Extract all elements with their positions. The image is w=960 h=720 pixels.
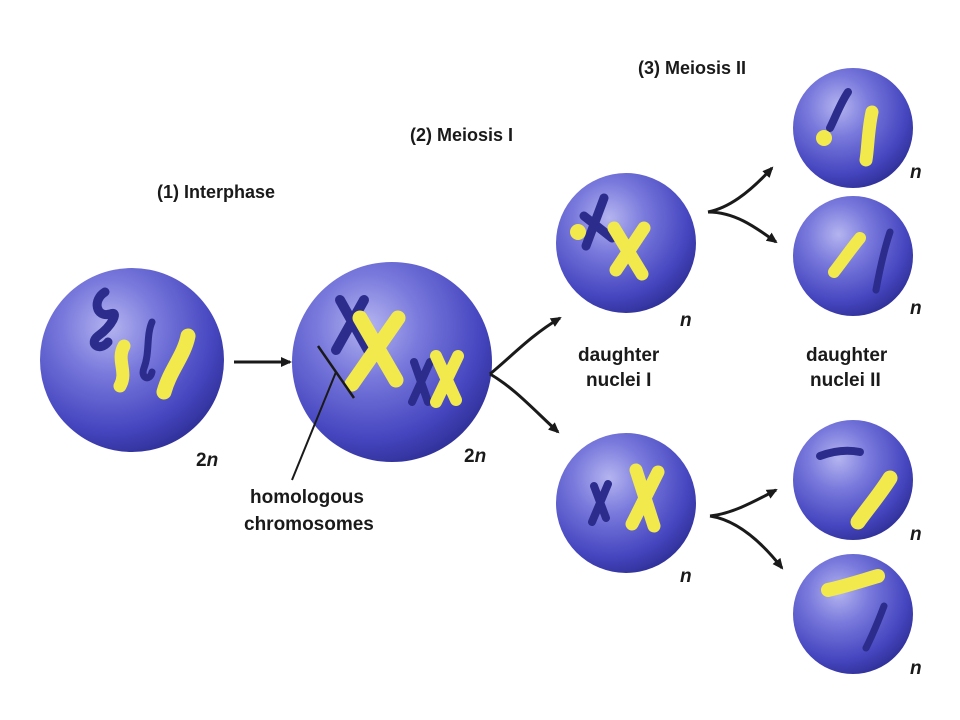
daughter-cell-1-top bbox=[556, 173, 696, 313]
ploidy-n: n bbox=[680, 310, 692, 331]
daughter1-caption-line2: nuclei I bbox=[586, 370, 651, 391]
ploidy-number: 2 bbox=[464, 446, 475, 467]
homologous-pointer-line bbox=[291, 371, 337, 481]
ploidy-n: n bbox=[680, 566, 692, 587]
ploidy-label-meiosis-1: 2n bbox=[464, 446, 486, 467]
daughter-cell-2-a bbox=[793, 68, 913, 188]
stage-label-interphase: (1) Interphase bbox=[157, 182, 275, 202]
ploidy-label-daughter1-bottom: n bbox=[680, 566, 692, 587]
homologous-caption-line1: homologous bbox=[250, 487, 364, 508]
daughter-cell-2-d bbox=[793, 554, 913, 674]
arrow-daughter1-top-down bbox=[707, 210, 778, 244]
ploidy-label-daughter2-c: n bbox=[910, 524, 922, 545]
arrow-meiosis1-up bbox=[489, 316, 562, 376]
arrow-daughter1-bottom-up bbox=[709, 488, 778, 518]
arrow-meiosis1-down bbox=[489, 372, 560, 434]
ploidy-n: n bbox=[910, 524, 922, 545]
daughter-cell-2-c bbox=[793, 420, 913, 540]
ploidy-n: n bbox=[207, 450, 219, 471]
stage-label-meiosis-2: (3) Meiosis II bbox=[638, 58, 746, 78]
interphase-cell bbox=[40, 268, 224, 452]
ploidy-n: n bbox=[475, 446, 487, 467]
ploidy-label-daughter1-top: n bbox=[680, 310, 692, 331]
daughter-cell-1-bottom bbox=[556, 433, 696, 573]
daughter2-caption-line2: nuclei II bbox=[810, 370, 881, 391]
arrow-daughter1-bottom-down bbox=[709, 514, 784, 570]
homologous-caption-line2: chromosomes bbox=[244, 514, 374, 535]
daughter2-caption-line1: daughter bbox=[806, 345, 888, 366]
meiosis-1-cell bbox=[292, 262, 492, 462]
ploidy-label-daughter2-a: n bbox=[910, 162, 922, 183]
ploidy-n: n bbox=[910, 298, 922, 319]
ploidy-label-interphase: 2n bbox=[196, 450, 218, 471]
ploidy-n: n bbox=[910, 162, 922, 183]
stage-label-meiosis-1: (2) Meiosis I bbox=[410, 125, 513, 145]
daughter1-caption-line1: daughter bbox=[578, 345, 660, 366]
arrow-daughter1-top-up bbox=[707, 166, 774, 214]
ploidy-number: 2 bbox=[196, 450, 207, 471]
daughter-cell-2-b bbox=[793, 196, 913, 316]
ploidy-n: n bbox=[910, 658, 922, 679]
ploidy-label-daughter2-b: n bbox=[910, 298, 922, 319]
ploidy-label-daughter2-d: n bbox=[910, 658, 922, 679]
